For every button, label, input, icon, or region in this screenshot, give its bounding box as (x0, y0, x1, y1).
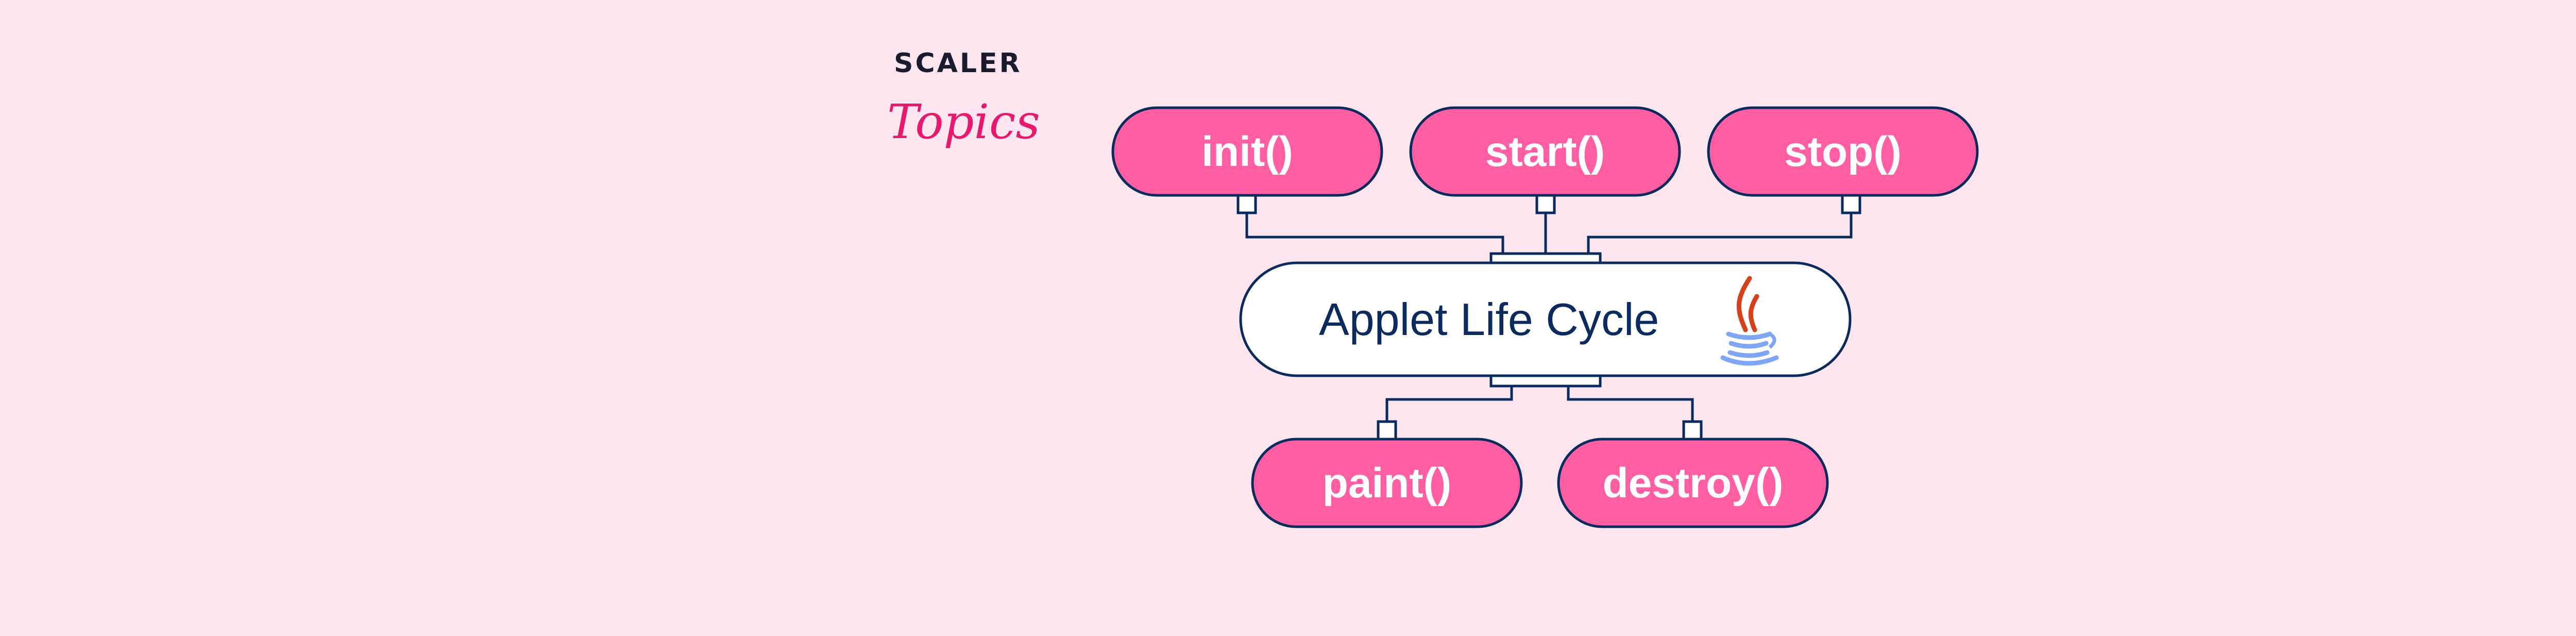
connector-port-init (1236, 194, 1257, 214)
bottom-connectors (1377, 374, 1703, 441)
svg-text:stop(): stop() (1784, 128, 1902, 175)
connector-line-destroy (1567, 386, 1694, 422)
svg-text:paint(): paint() (1323, 460, 1451, 507)
center-node: Applet Life Cycle (1239, 261, 1852, 377)
svg-text:Applet Life Cycle: Applet Life Cycle (1319, 294, 1659, 345)
top-connectors (1236, 194, 1861, 264)
node-init: init() (1111, 106, 1383, 197)
connector-line-paint (1385, 386, 1513, 422)
connector-port-destroy (1682, 420, 1703, 441)
node-stop: stop() (1707, 106, 1979, 197)
svg-text:destroy(): destroy() (1603, 460, 1784, 507)
svg-text:init(): init() (1201, 128, 1293, 175)
svg-text:start(): start() (1485, 128, 1605, 175)
connector-line-init (1245, 213, 1504, 254)
scaler-topics-logo: SCALER Topics (887, 48, 1040, 149)
connector-port-start (1535, 194, 1556, 214)
connector-line-stop (1587, 213, 1853, 254)
svg-text:SCALER: SCALER (894, 48, 1022, 79)
node-paint: paint() (1251, 438, 1523, 528)
connector-port-paint (1377, 420, 1397, 441)
connector-bar-bottom (1489, 374, 1602, 388)
connector-bar-top (1489, 252, 1602, 264)
java-icon (1720, 276, 1779, 366)
svg-text:Topics: Topics (887, 94, 1040, 149)
connector-port-stop (1841, 194, 1861, 214)
node-destroy: destroy() (1557, 438, 1829, 528)
node-start: start() (1409, 106, 1681, 197)
